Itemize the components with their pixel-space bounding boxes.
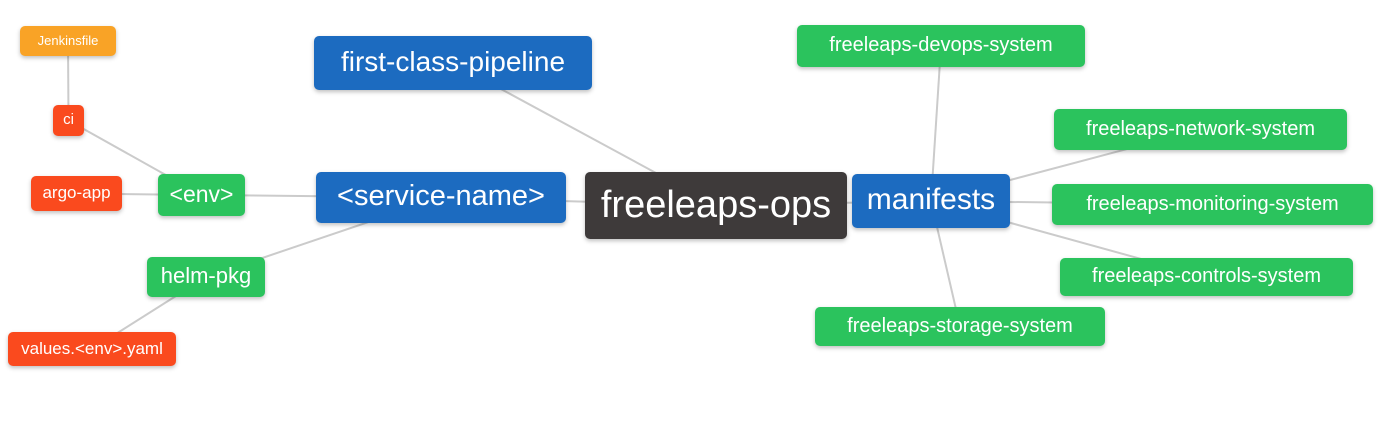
node-label: freeleaps-controls-system: [1092, 265, 1321, 287]
node-label: manifests: [866, 183, 996, 216]
node-label: values.<env>.yaml: [21, 338, 163, 358]
node-freeleaps-ops[interactable]: freeleaps-ops: [585, 172, 847, 239]
node-freeleaps-monitoring-system[interactable]: freeleaps-monitoring-system: [1052, 184, 1373, 225]
node-label: freeleaps-monitoring-system: [1086, 192, 1339, 215]
node-label: freeleaps-devops-system: [829, 34, 1053, 56]
node-freeleaps-storage-system[interactable]: freeleaps-storage-system: [815, 307, 1105, 346]
node-label: ci: [63, 111, 74, 128]
node-first-class-pipeline[interactable]: first-class-pipeline: [314, 36, 592, 90]
node-label: helm-pkg: [160, 263, 252, 288]
node-values-env-yaml[interactable]: values.<env>.yaml: [8, 332, 176, 366]
node-helm-pkg[interactable]: helm-pkg: [147, 257, 265, 297]
node-freeleaps-devops-system[interactable]: freeleaps-devops-system: [797, 25, 1085, 67]
node-argo-app[interactable]: argo-app: [31, 176, 122, 211]
node-service-name[interactable]: <service-name>: [316, 172, 566, 223]
node-env[interactable]: <env>: [158, 174, 245, 216]
node-manifests[interactable]: manifests: [852, 174, 1010, 228]
node-freeleaps-controls-system[interactable]: freeleaps-controls-system: [1060, 258, 1353, 296]
node-label: freeleaps-ops: [600, 183, 832, 226]
node-freeleaps-network-system[interactable]: freeleaps-network-system: [1054, 109, 1347, 150]
node-label: <service-name>: [337, 180, 545, 212]
node-ci[interactable]: ci: [53, 105, 84, 136]
node-label: freeleaps-network-system: [1086, 117, 1315, 140]
node-label: argo-app: [42, 183, 111, 202]
node-label: <env>: [169, 180, 234, 207]
node-label: freeleaps-storage-system: [847, 314, 1073, 337]
node-label: Jenkinsfile: [37, 32, 99, 48]
node-label: first-class-pipeline: [340, 46, 566, 77]
node-jenkinsfile[interactable]: Jenkinsfile: [20, 26, 116, 56]
